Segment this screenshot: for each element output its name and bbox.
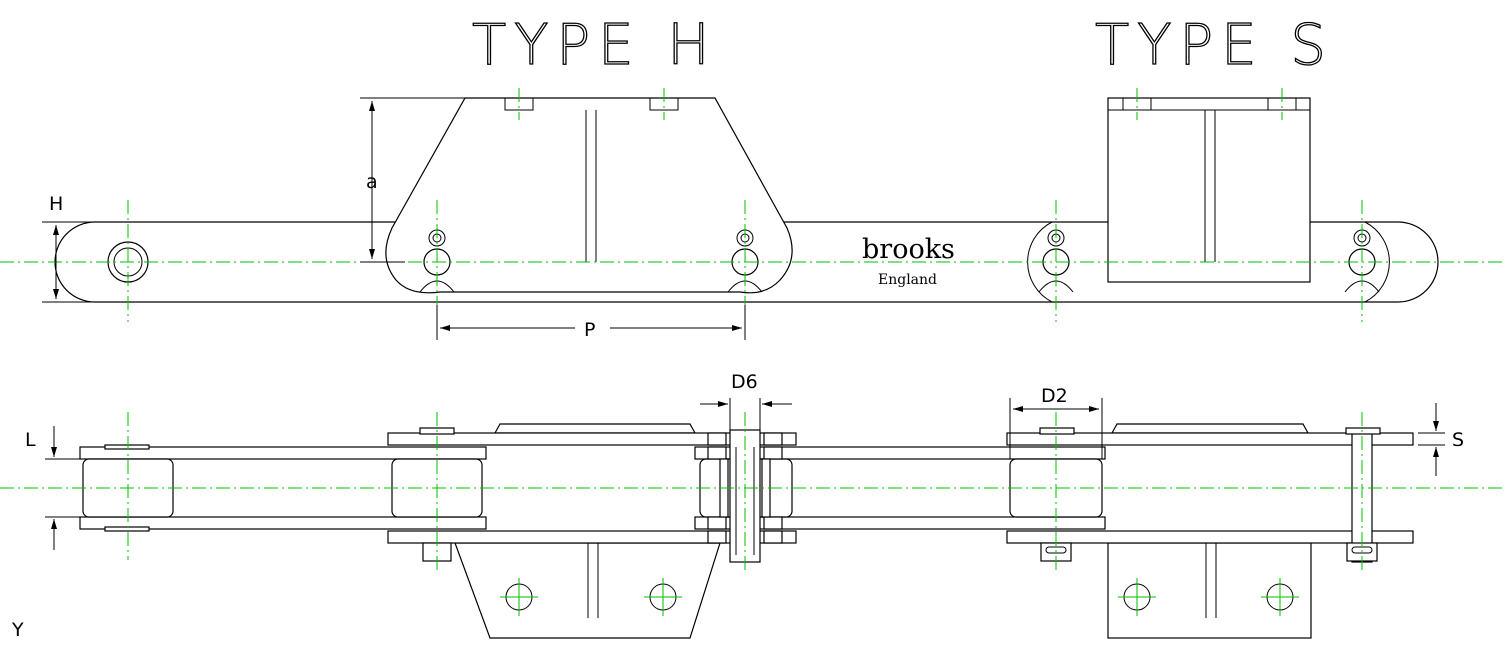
dim-s-label: S: [1452, 429, 1464, 451]
inner-plate-top: [79, 446, 487, 460]
dim-d6-label: D6: [731, 371, 758, 393]
type-h-attachment: [385, 97, 793, 294]
bottom-view: L D6 D2 S Y: [0, 371, 1505, 641]
brand-country: England: [878, 272, 937, 288]
title-type-s: TYPE S: [1095, 13, 1334, 78]
type-s-lower-plate: [1107, 542, 1312, 639]
dim-l-label: L: [25, 429, 36, 451]
view-label-y: Y: [11, 619, 24, 641]
brand-name: brooks: [862, 234, 955, 265]
dim-p-label: P: [584, 319, 595, 341]
dim-a-label: a: [366, 171, 378, 193]
outer-plate-top: [387, 432, 797, 446]
type-s-attachment: [1107, 97, 1311, 283]
top-view: brooks England H a P: [0, 88, 1505, 341]
title-type-h: TYPE H: [472, 13, 717, 78]
dim-h-label: H: [49, 193, 63, 215]
dim-d2-label: D2: [1041, 385, 1068, 407]
